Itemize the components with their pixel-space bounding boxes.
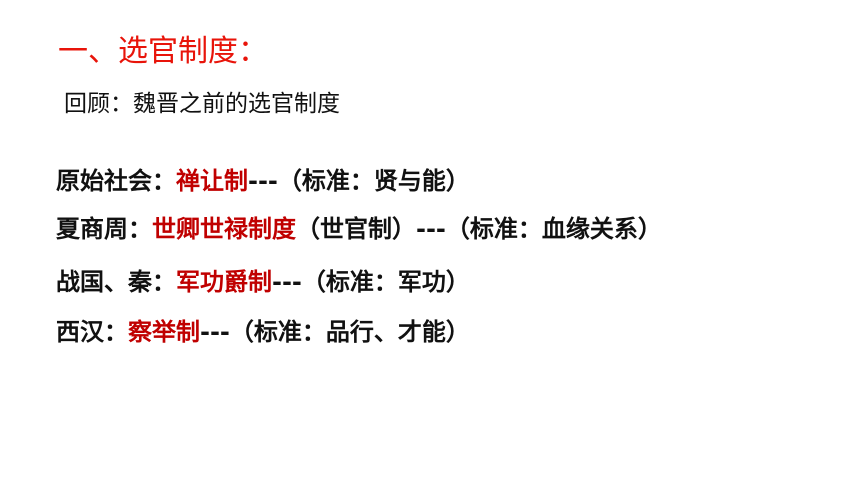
line-system-name: 察举制 (128, 318, 200, 346)
system-line-warring-states-qin: 战国、秦：军功爵制---（标准：军功） (56, 263, 470, 301)
line-system-name: 世卿世禄制度 (152, 215, 296, 243)
line-system-name: 军功爵制 (176, 268, 272, 296)
system-line-western-han: 西汉：察举制---（标准：品行、才能） (56, 313, 470, 351)
line-prefix: 夏商周： (56, 215, 152, 243)
line-prefix: 原始社会： (56, 167, 176, 195)
line-standard: ---（标准：品行、才能） (200, 318, 470, 346)
slide-subtitle: 回顾：魏晋之前的选官制度 (64, 91, 340, 117)
line-standard: （世官制）---（标准：血缘关系） (296, 215, 662, 243)
system-line-xia-shang-zhou: 夏商周：世卿世禄制度（世官制）---（标准：血缘关系） (56, 210, 662, 248)
system-line-primitive-society: 原始社会：禅让制---（标准：贤与能） (56, 162, 470, 200)
line-prefix: 西汉： (56, 318, 128, 346)
line-standard: ---（标准：贤与能） (248, 167, 470, 195)
line-standard: ---（标准：军功） (272, 268, 470, 296)
slide-title: 一、选官制度： (58, 34, 268, 69)
line-prefix: 战国、秦： (56, 268, 176, 296)
line-system-name: 禅让制 (176, 167, 248, 195)
